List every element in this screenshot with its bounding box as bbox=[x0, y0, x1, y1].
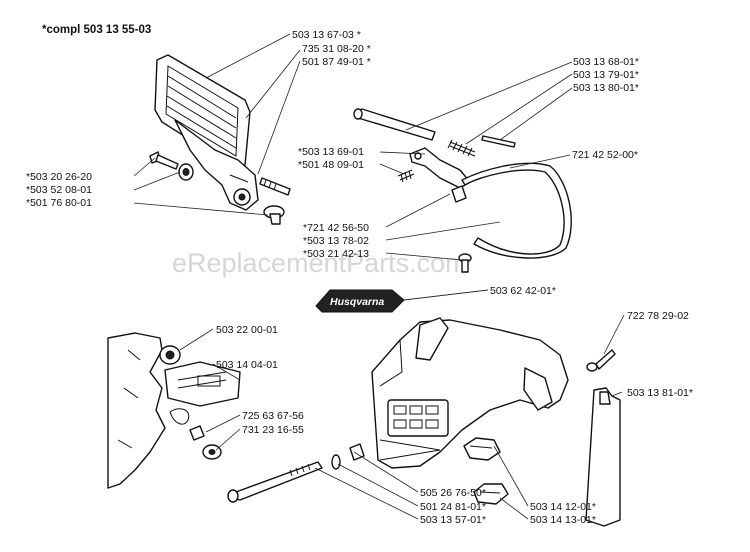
part-label[interactable]: *503 13 78-02 bbox=[303, 235, 369, 247]
part-label[interactable]: *501 48 09-01 bbox=[298, 159, 364, 171]
diagram-title: *compl 503 13 55-03 bbox=[42, 24, 151, 36]
rod-part[interactable] bbox=[353, 108, 436, 141]
chain-catcher-part[interactable] bbox=[463, 437, 501, 461]
part-label[interactable]: 721 42 52-00* bbox=[572, 149, 638, 161]
bracket-plate-part[interactable] bbox=[164, 361, 241, 407]
part-label[interactable]: *501 76 80-01 bbox=[26, 197, 92, 209]
part-label[interactable]: *503 13 69-01 bbox=[298, 146, 364, 158]
part-label[interactable]: 503 13 67-03 * bbox=[292, 29, 361, 41]
part-label[interactable]: *503 20 26-20 bbox=[26, 171, 92, 183]
crankcase-part bbox=[107, 332, 166, 489]
bolt-part[interactable] bbox=[149, 151, 179, 170]
chain-guide-part[interactable] bbox=[473, 483, 509, 505]
part-label[interactable]: 503 62 42-01* bbox=[490, 285, 556, 297]
part-label[interactable]: 505 26 76-50* bbox=[420, 487, 486, 499]
part-label[interactable]: 503 14 04-01 bbox=[216, 359, 278, 371]
part-label[interactable]: *503 21 42-13 bbox=[303, 248, 369, 260]
watermark-text: eReplacementParts.com bbox=[172, 248, 468, 278]
washer-screw-part[interactable] bbox=[189, 425, 222, 460]
part-label[interactable]: 731 23 16-55 bbox=[242, 424, 304, 436]
husqvarna-logo-text: Husqvarna bbox=[330, 296, 384, 308]
long-bolt-part[interactable] bbox=[227, 461, 323, 503]
bushing-part[interactable] bbox=[178, 163, 194, 181]
brake-band-part[interactable] bbox=[451, 162, 572, 259]
nut-part[interactable] bbox=[159, 345, 181, 365]
part-label[interactable]: 503 13 80-01* bbox=[573, 82, 639, 94]
clutch-cover-part[interactable] bbox=[371, 317, 569, 469]
pin-part[interactable] bbox=[263, 205, 285, 225]
husqvarna-badge-part[interactable]: Husqvarna bbox=[315, 289, 405, 313]
leader-lines bbox=[133, 33, 625, 520]
part-label[interactable]: 501 87 49-01 * bbox=[302, 56, 371, 68]
screw-part[interactable] bbox=[259, 177, 291, 196]
cover-screw-part[interactable] bbox=[586, 349, 616, 372]
part-label[interactable]: *721 42 56-50 bbox=[303, 222, 369, 234]
part-label[interactable]: 503 13 79-01* bbox=[573, 69, 639, 81]
part-label[interactable]: 503 13 68-01* bbox=[573, 56, 639, 68]
cover-plate-part[interactable] bbox=[585, 387, 621, 527]
part-label[interactable]: 503 13 81-01* bbox=[627, 387, 693, 399]
clip-part[interactable] bbox=[169, 408, 190, 425]
part-label[interactable]: 503 14 13-01* bbox=[530, 514, 596, 526]
part-label[interactable]: 725 63 67-56 bbox=[242, 410, 304, 422]
part-label[interactable]: *503 52 08-01 bbox=[26, 184, 92, 196]
part-label[interactable]: 503 13 57-01* bbox=[420, 514, 486, 526]
small-pin-part[interactable] bbox=[481, 135, 516, 148]
part-label[interactable]: 735 31 08-20 * bbox=[302, 43, 371, 55]
part-label[interactable]: 503 14 12-01* bbox=[530, 501, 596, 513]
small-spring-part[interactable] bbox=[397, 169, 415, 183]
part-label[interactable]: 503 22 00-01 bbox=[216, 324, 278, 336]
part-labels: 503 13 67-03 * 735 31 08-20 * 501 87 49-… bbox=[26, 29, 693, 526]
spring-part[interactable] bbox=[447, 139, 476, 157]
part-label[interactable]: 501 24 81-01* bbox=[420, 501, 486, 513]
band-screw-part[interactable] bbox=[458, 253, 472, 273]
small-washers-part[interactable] bbox=[331, 443, 365, 470]
hand-guard-part[interactable] bbox=[154, 54, 259, 211]
part-label[interactable]: 722 78 29-02 bbox=[627, 310, 689, 322]
